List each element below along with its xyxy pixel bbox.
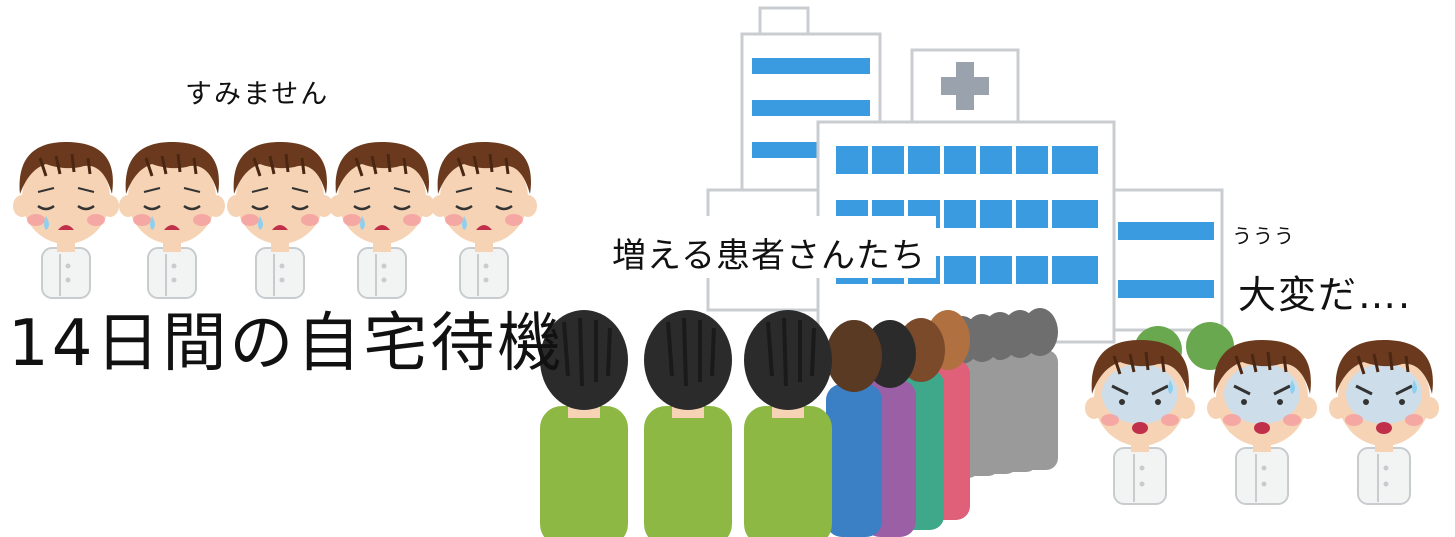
patient-queue	[538, 308, 1058, 537]
patients-label-background	[598, 216, 936, 278]
tough-caption: 大変だ….	[1238, 273, 1413, 317]
stressed-doctor-icon	[1205, 338, 1319, 506]
stressed-doctor-group	[1083, 338, 1441, 506]
sorry-caption: すみません	[185, 79, 330, 110]
groan-caption: ううう	[1232, 224, 1295, 248]
increasing-patients-caption: 増える患者さんたち	[612, 236, 926, 276]
patient-back-icon	[742, 308, 834, 537]
patient-back-icon	[826, 320, 882, 537]
stressed-doctor-icon	[1083, 338, 1197, 506]
crying-doctor-icon	[225, 140, 335, 300]
crying-doctor-icon	[117, 140, 227, 300]
crying-doctor-group	[11, 140, 539, 300]
stressed-doctor-icon	[1327, 338, 1441, 506]
home-isolation-caption: 14日間の自宅待機	[8, 307, 565, 381]
crying-doctor-icon	[327, 140, 437, 300]
patient-back-icon	[642, 308, 734, 537]
crying-doctor-icon	[429, 140, 539, 300]
crying-doctor-icon	[11, 140, 121, 300]
cross-icon	[941, 62, 989, 110]
